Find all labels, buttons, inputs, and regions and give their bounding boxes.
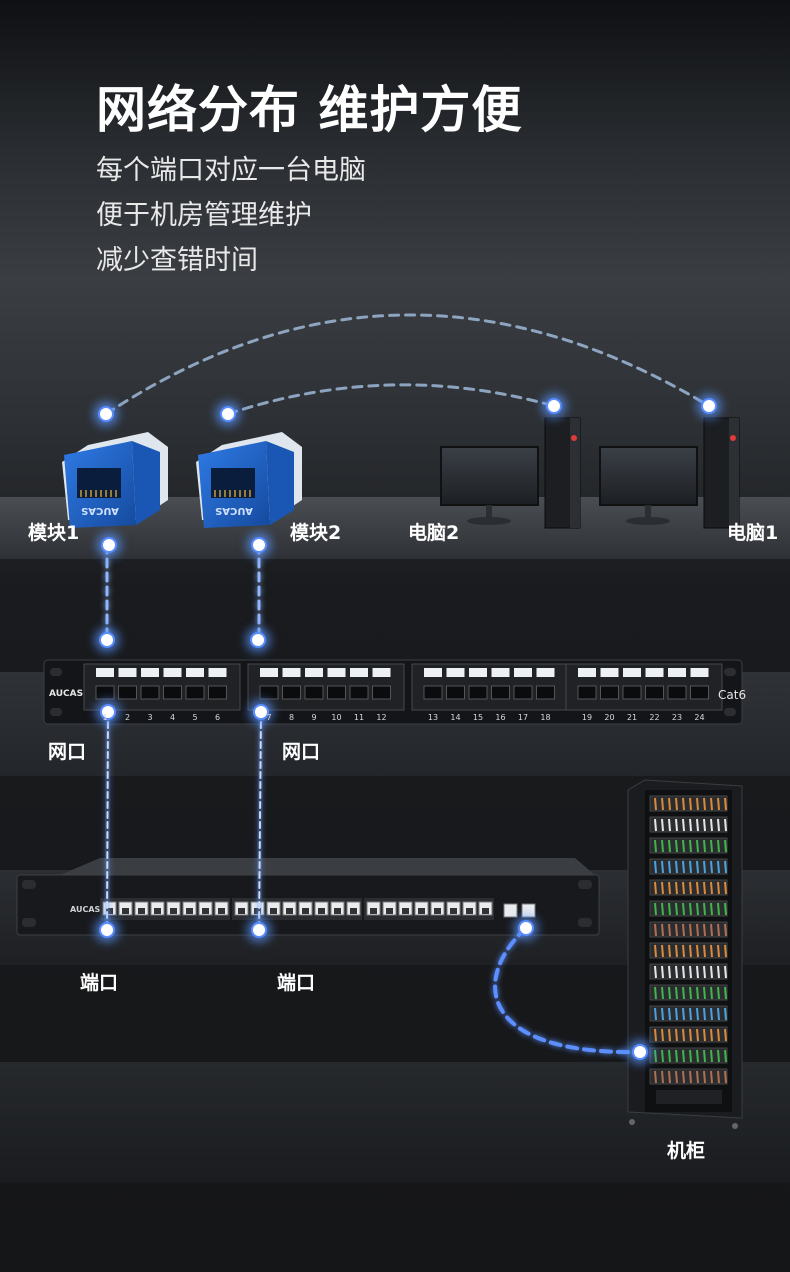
patch-panel-port-number: 15	[472, 713, 484, 722]
computer-1-tower	[703, 417, 740, 529]
patch-panel-port-number: 8	[288, 713, 295, 722]
patch-panel-port-number: 12	[376, 713, 387, 722]
keystone-module-1	[62, 432, 168, 528]
patch-panel-port-number: 1	[102, 713, 108, 722]
computer-2-tower	[544, 417, 581, 529]
node-module-1-top	[98, 406, 114, 422]
patch-panel-port-number: 11	[353, 713, 365, 722]
computer-1-monitor	[599, 446, 698, 525]
subtitle-line-1: 每个端口对应一台电脑	[96, 155, 366, 186]
node-module-2-top	[220, 406, 236, 422]
node-pc-2	[546, 398, 562, 414]
switch-brand: AUCAS	[70, 905, 101, 914]
patch-panel-port-number: 3	[147, 713, 153, 722]
node-switch-port-b	[251, 922, 267, 938]
computer-2-monitor	[440, 446, 539, 525]
node-cabinet	[632, 1044, 648, 1060]
node-switch-uplink	[518, 920, 534, 936]
network-switch	[16, 858, 600, 936]
node-pc-1	[701, 398, 717, 414]
patch-panel-port-number: 21	[626, 713, 638, 722]
node-panel-1-top	[99, 632, 115, 648]
connection-lines	[104, 313, 711, 1055]
patch-panel-port-number: 5	[192, 713, 198, 722]
patch-panel-port-number: 7	[266, 713, 272, 722]
label-wangkou-2: 网口	[282, 741, 321, 763]
subtitle-line-2: 便于机房管理维护	[96, 200, 312, 231]
node-module-2-bottom	[251, 537, 267, 553]
module-1-brand: AUCAS	[81, 505, 119, 516]
label-duankou-2: 端口	[277, 972, 316, 994]
keystone-module-2	[196, 432, 302, 528]
patch-panel-port-number: 9	[311, 713, 317, 722]
patch-panel-port-number: 4	[169, 713, 176, 722]
patch-panel-port-number: 24	[694, 713, 705, 722]
patch-panel-port-number: 13	[427, 713, 439, 722]
patch-panel-port-number: 14	[450, 713, 461, 722]
label-module-1: 模块1	[28, 522, 80, 544]
subtitle-line-3: 减少查错时间	[96, 245, 258, 276]
patch-panel-brand: AUCAS	[49, 689, 83, 699]
patch-panel-port-number: 23	[671, 713, 683, 722]
patch-panel-port-number: 16	[495, 713, 506, 722]
label-cabinet: 机柜	[667, 1140, 706, 1162]
label-wangkou-1: 网口	[48, 741, 87, 763]
patch-panel	[43, 659, 743, 725]
patch-panel-port-number: 17	[517, 713, 529, 722]
patch-panel-port-number: 20	[604, 713, 615, 722]
label-pc-2: 电脑2	[408, 522, 460, 544]
patch-panel-port-number: 18	[540, 713, 551, 722]
label-module-2: 模块2	[290, 522, 342, 544]
node-panel-port-1	[100, 704, 116, 720]
patch-panel-port-number: 10	[331, 713, 342, 722]
page-title: 网络分布 维护方便	[96, 81, 523, 139]
node-module-1-bottom	[101, 537, 117, 553]
server-cabinet	[627, 779, 743, 1129]
patch-panel-port-number: 19	[581, 713, 593, 722]
patch-panel-port-number: 2	[124, 713, 131, 722]
label-duankou-1: 端口	[80, 972, 119, 994]
node-panel-2-top	[250, 632, 266, 648]
patch-panel-port-number: 22	[649, 713, 660, 722]
label-pc-1: 电脑1	[727, 522, 779, 544]
patch-panel-category: Cat6	[718, 688, 746, 702]
module-2-brand: AUCAS	[215, 505, 253, 516]
node-panel-port-7	[253, 704, 269, 720]
node-switch-port-a	[99, 922, 115, 938]
patch-panel-port-number: 6	[214, 713, 221, 722]
